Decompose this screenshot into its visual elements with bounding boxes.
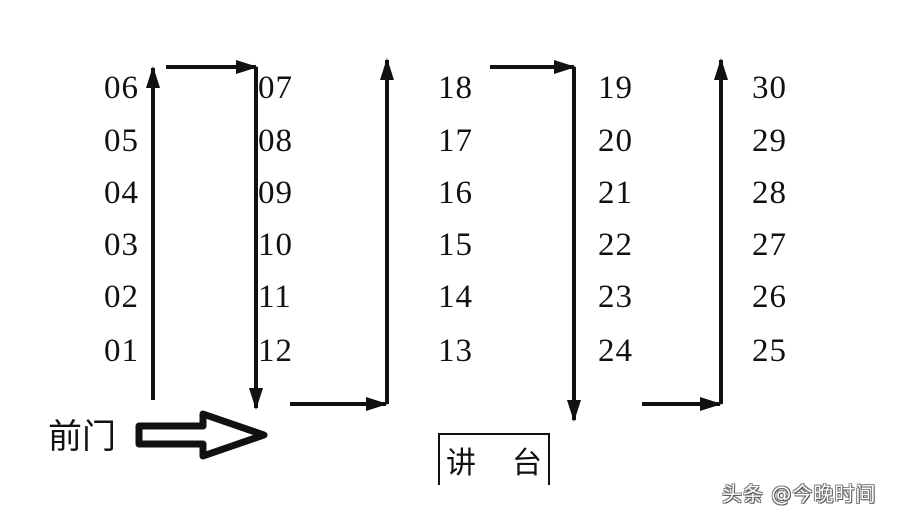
seat-label: 27: [752, 227, 787, 263]
podium-box: 讲 台: [438, 433, 550, 485]
seat-label: 14: [438, 279, 473, 315]
seat-label: 19: [598, 70, 633, 106]
seat-label: 10: [258, 227, 293, 263]
hollow-right-arrow-icon: [135, 410, 268, 460]
seat-label: 30: [752, 70, 787, 106]
seat-label: 18: [438, 70, 473, 106]
seat-label: 16: [438, 175, 473, 211]
seat-label: 24: [598, 333, 633, 369]
seat-label: 11: [258, 279, 292, 315]
seat-label: 04: [104, 175, 139, 211]
seat-label: 02: [104, 279, 139, 315]
seat-label: 06: [104, 70, 139, 106]
front-door-label: 前门: [48, 417, 116, 457]
seat-label: 09: [258, 175, 293, 211]
seat-label: 01: [104, 333, 139, 369]
podium-label-right: 台: [512, 446, 542, 481]
seat-label: 12: [258, 333, 293, 369]
seat-label: 07: [258, 70, 293, 106]
seat-label: 20: [598, 123, 633, 159]
seat-label: 21: [598, 175, 633, 211]
seat-label: 28: [752, 175, 787, 211]
seat-label: 25: [752, 333, 787, 369]
seat-label: 15: [438, 227, 473, 263]
seat-label: 13: [438, 333, 473, 369]
seat-label: 03: [104, 227, 139, 263]
podium-label-left: 讲: [446, 446, 476, 481]
seat-label: 08: [258, 123, 293, 159]
seat-label: 05: [104, 123, 139, 159]
watermark: 头条 @今晚时间: [722, 482, 877, 506]
seat-label: 17: [438, 123, 473, 159]
seat-label: 23: [598, 279, 633, 315]
seat-label: 22: [598, 227, 633, 263]
seat-label: 29: [752, 123, 787, 159]
seat-label: 26: [752, 279, 787, 315]
